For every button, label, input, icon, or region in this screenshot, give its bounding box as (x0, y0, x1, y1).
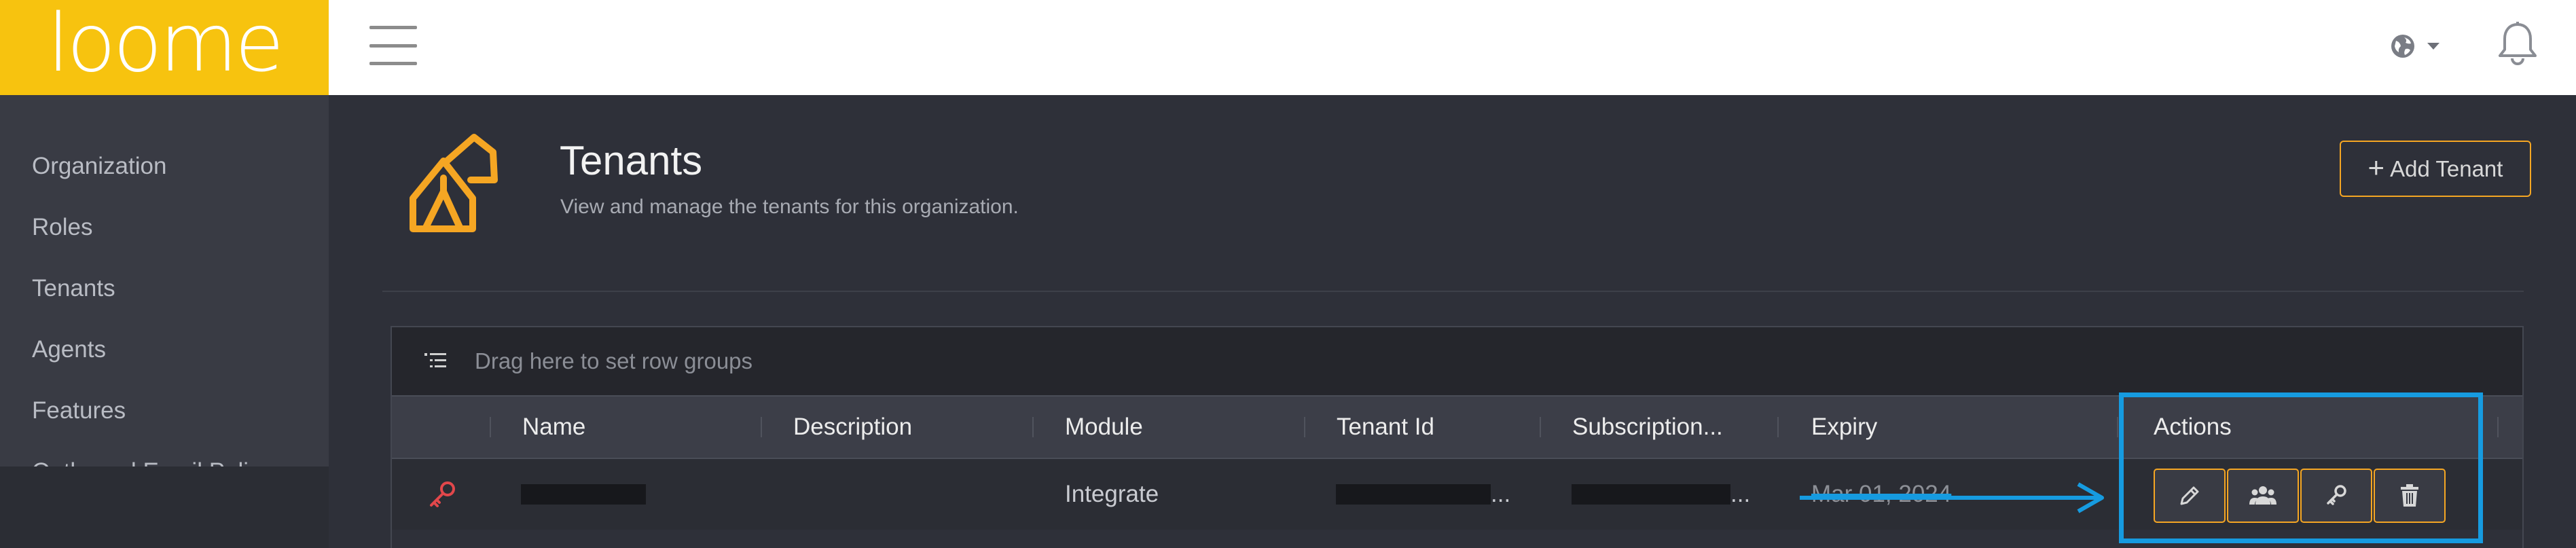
sidebar-item-tenants[interactable]: Tenants (32, 275, 115, 302)
column-separator[interactable] (761, 417, 762, 437)
globe-icon (2391, 35, 2414, 58)
language-selector[interactable] (2389, 30, 2452, 62)
redacted-name (521, 484, 646, 505)
column-header-actions[interactable]: Actions (2154, 414, 2232, 440)
sidebar-item-agents[interactable]: Agents (32, 336, 106, 363)
manage-users-button[interactable] (2227, 469, 2299, 523)
tenant-id-ellipsis: ... (1491, 481, 1511, 507)
key-icon (2327, 485, 2346, 505)
page-subtitle: View and manage the tenants for this org… (560, 196, 1019, 218)
sidebar-item-features[interactable]: Features (32, 397, 126, 424)
column-separator[interactable] (490, 417, 491, 437)
row-group-drop-zone[interactable]: Drag here to set row groups (392, 327, 2522, 395)
table-row[interactable]: Integrate ... ... Mar 01, 2024 (392, 459, 2522, 530)
add-tenant-button[interactable]: + Add Tenant (2340, 141, 2531, 197)
cell-module: Integrate (1065, 481, 1159, 507)
users-icon (2249, 486, 2276, 505)
column-separator[interactable] (1777, 417, 1779, 437)
column-separator[interactable] (2497, 417, 2499, 437)
top-bar: loome (0, 0, 2576, 95)
column-separator[interactable] (1304, 417, 1305, 437)
trash-icon (2401, 484, 2418, 507)
subscription-ellipsis: ... (1730, 481, 1751, 507)
annotation-highlight (2119, 392, 2483, 543)
cell-name (521, 459, 646, 530)
key-icon (430, 481, 455, 507)
cell-tenant-id: ... (1336, 459, 1510, 530)
divider (382, 291, 2524, 292)
column-separator[interactable] (1032, 417, 1034, 437)
pencil-icon (2180, 486, 2199, 505)
delete-button[interactable] (2374, 469, 2446, 523)
page-title: Tenants (560, 138, 703, 183)
chevron-down-icon (2427, 43, 2439, 50)
redacted-tenant-id (1336, 484, 1491, 505)
redacted-subscription (1572, 484, 1730, 505)
manage-keys-button[interactable] (2300, 469, 2372, 523)
row-group-icon (424, 353, 446, 367)
column-separator[interactable] (2117, 417, 2118, 437)
grid-header: Name Description Module Tenant Id Subscr… (392, 395, 2522, 459)
column-header-name[interactable]: Name (522, 414, 586, 440)
sidebar: Organization Roles Tenants Agents Featur… (0, 95, 329, 548)
sidebar-item-organization[interactable]: Organization (32, 153, 167, 179)
cell-expiry: Mar 01, 2024 (1811, 481, 1952, 507)
sidebar-footer (0, 467, 329, 548)
logo[interactable]: loome (0, 0, 329, 95)
column-header-description[interactable]: Description (793, 414, 913, 440)
tenants-icon (410, 134, 498, 232)
sidebar-item-roles[interactable]: Roles (32, 214, 93, 240)
main-content: Tenants View and manage the tenants for … (329, 95, 2576, 548)
add-tenant-label: Add Tenant (2390, 156, 2503, 181)
logo-text: loome (47, 0, 285, 90)
column-separator[interactable] (1540, 417, 1541, 437)
edit-button[interactable] (2154, 469, 2226, 523)
hamburger-icon[interactable] (369, 26, 417, 65)
column-header-subscription[interactable]: Subscription... (1572, 414, 1723, 440)
bell-icon[interactable] (2497, 20, 2539, 68)
cell-subscription: ... (1572, 459, 1750, 530)
tenants-grid: Drag here to set row groups Name Descrip… (391, 326, 2524, 548)
column-header-tenant-id[interactable]: Tenant Id (1337, 414, 1434, 440)
plus-icon: + (2368, 151, 2385, 183)
column-header-module[interactable]: Module (1065, 414, 1143, 440)
column-header-expiry[interactable]: Expiry (1811, 414, 1878, 440)
annotation-arrow (1800, 482, 2104, 513)
row-group-label: Drag here to set row groups (475, 348, 753, 373)
sidebar-menu: Organization Roles Tenants Agents Featur… (0, 95, 329, 503)
